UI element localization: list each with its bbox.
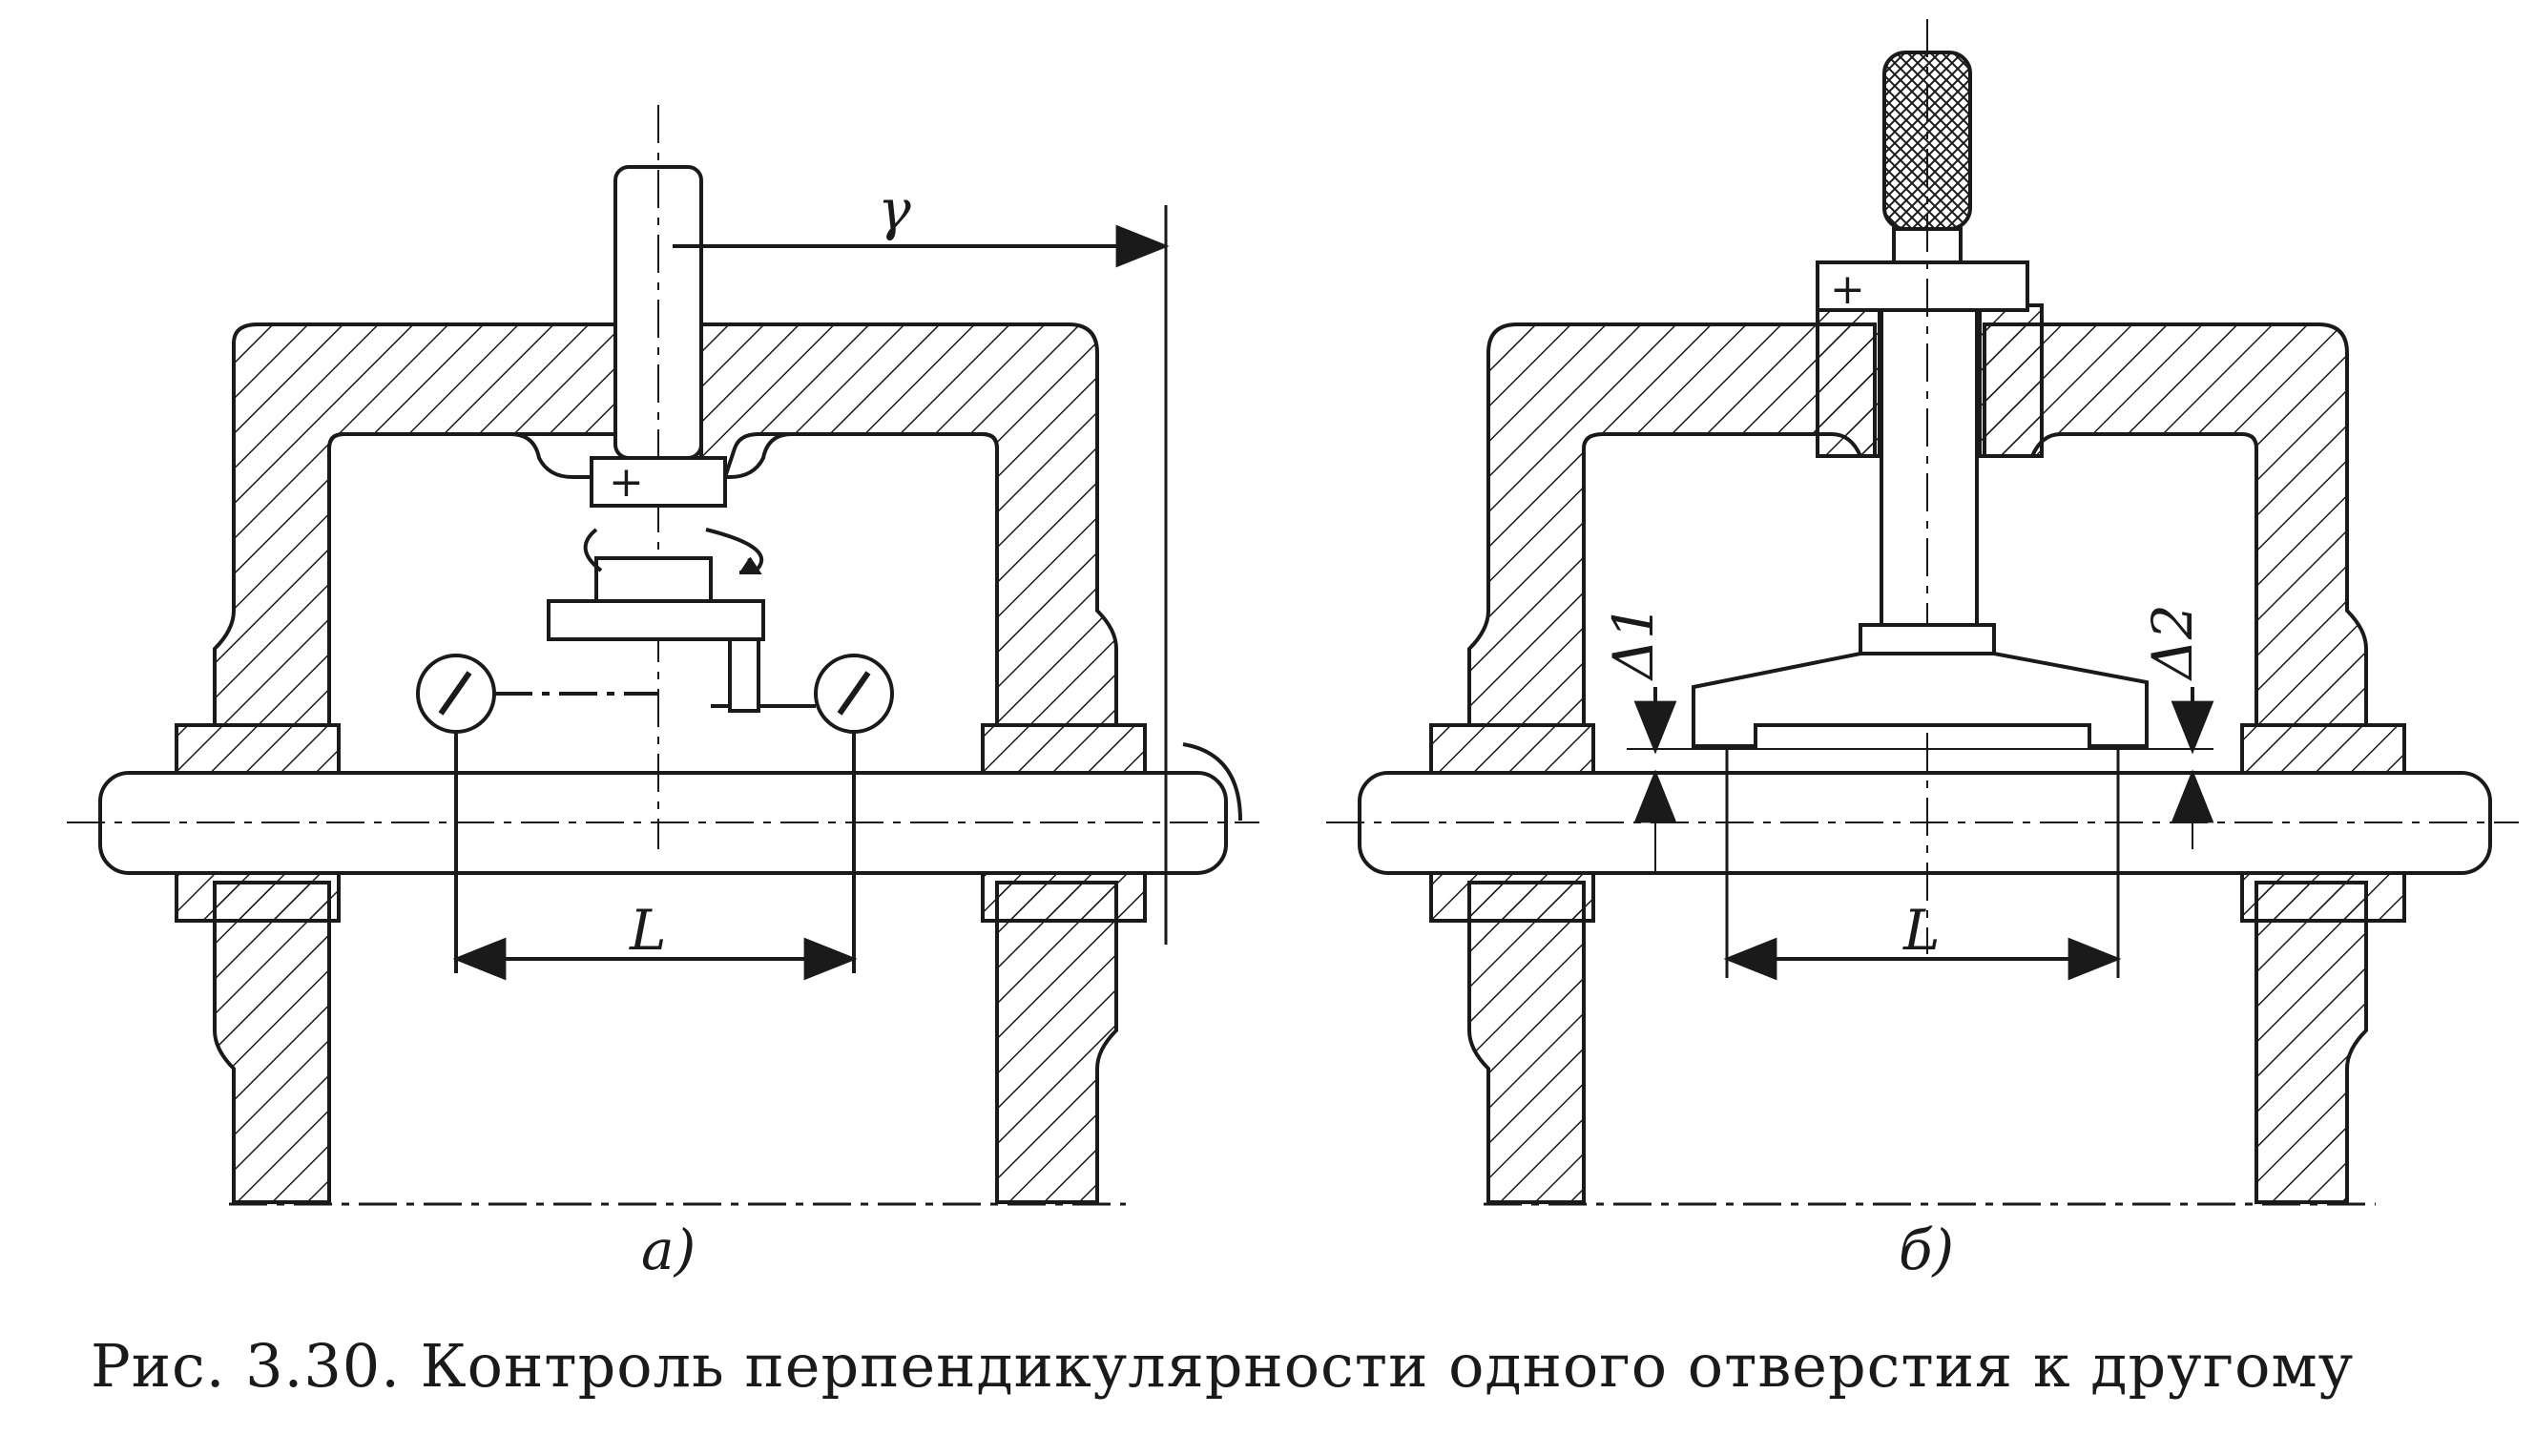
cap-plate-b — [1816, 260, 2029, 312]
bushing-b-top-left — [1816, 303, 1881, 458]
housing-top-right — [699, 322, 1118, 727]
housing-bottom-left — [213, 881, 331, 1204]
label-panel-b: б) — [1899, 1217, 1954, 1282]
label-gamma: γ — [878, 177, 911, 242]
housing-bottom-right — [995, 881, 1118, 1204]
panel-b: + — [1326, 19, 2519, 1206]
bushing-a-right-top — [981, 723, 1147, 775]
bushing-b-top-right — [1978, 303, 2044, 458]
label-length-b: L — [1902, 898, 1941, 963]
label-panel-a: а) — [641, 1217, 696, 1282]
housing-b-bottom-right — [2254, 881, 2368, 1204]
vertical-mandrel-b — [1880, 308, 1979, 627]
bushing-a-left-bottom — [175, 871, 341, 923]
measuring-plate — [1692, 652, 2149, 748]
plus-mark-a: + — [609, 458, 644, 507]
rotation-arrow — [583, 528, 764, 574]
panel-a: + — [67, 105, 1259, 1206]
label-length-a: L — [629, 898, 667, 963]
figure-caption: Рис. 3.30. Контроль перпендикулярности о… — [91, 1331, 2355, 1401]
housing-b-left — [1467, 322, 1877, 727]
plus-mark-b: + — [1830, 265, 1865, 314]
bushing-a-right-bottom — [981, 871, 1147, 923]
label-delta2: Δ2 — [2140, 604, 2205, 681]
bushing-a-left-top — [175, 723, 341, 775]
label-delta1: Δ1 — [1601, 604, 1666, 681]
collar-a — [590, 456, 727, 508]
housing-top-left — [213, 322, 617, 727]
housing-b-bottom-left — [1467, 881, 1586, 1204]
indicator-bar-a — [547, 599, 765, 641]
